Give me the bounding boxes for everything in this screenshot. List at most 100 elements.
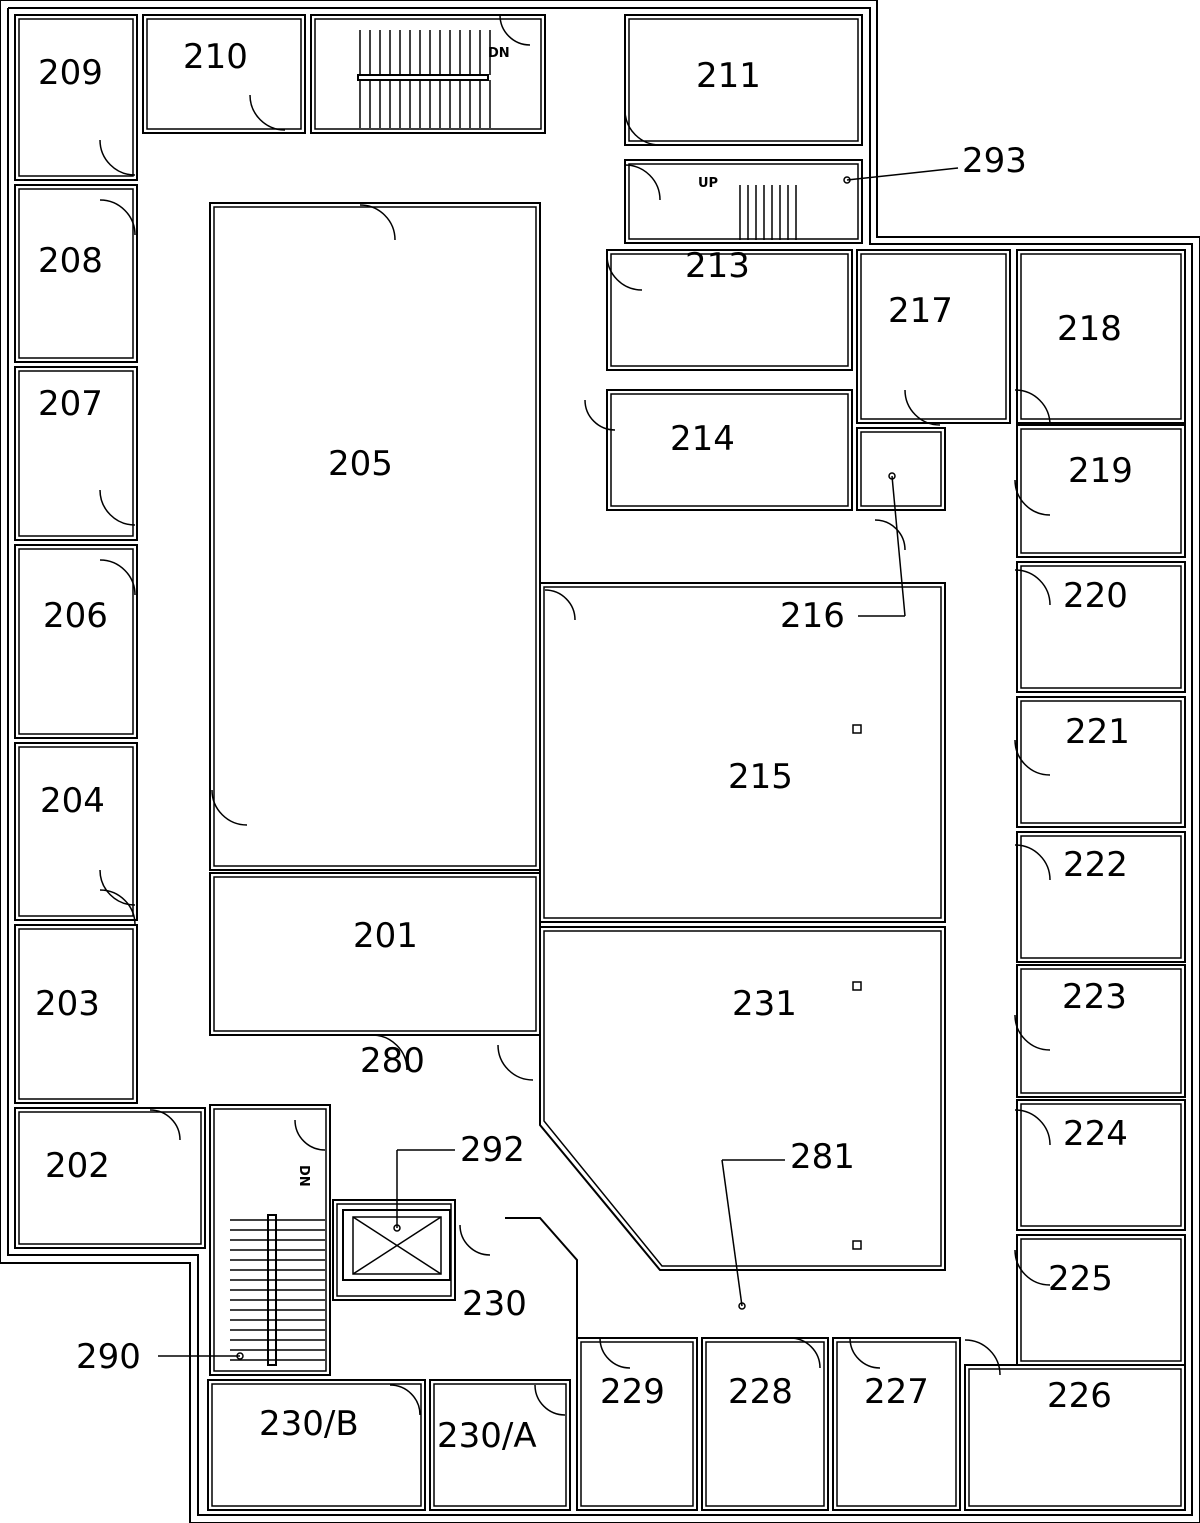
room-223-label: 223 bbox=[1062, 977, 1127, 1017]
room-wall bbox=[1016, 964, 1186, 1098]
room-214-label: 214 bbox=[670, 419, 735, 459]
door-swing-icon bbox=[544, 589, 576, 621]
room-215-label: 215 bbox=[728, 757, 793, 797]
room-231-label: 231 bbox=[732, 984, 797, 1024]
room-225-label: 225 bbox=[1048, 1259, 1113, 1299]
room-wall-inner bbox=[18, 746, 134, 917]
room-wall bbox=[14, 544, 138, 739]
door-swing-icon bbox=[459, 1224, 491, 1256]
room-wall-inner bbox=[1020, 968, 1182, 1094]
door-swing-icon bbox=[99, 869, 136, 906]
room-wall bbox=[14, 742, 138, 921]
room-wall bbox=[14, 1107, 206, 1249]
door-swing-icon bbox=[1014, 844, 1051, 881]
room-wall-inner bbox=[1020, 1238, 1182, 1362]
room-wall bbox=[142, 14, 306, 134]
door-swing-icon bbox=[1014, 1249, 1051, 1286]
room-wall bbox=[1016, 1099, 1186, 1231]
room-wall-inner bbox=[213, 1108, 327, 1372]
room-213-label: 213 bbox=[685, 246, 750, 286]
door-swing-icon bbox=[849, 1337, 881, 1369]
door-swing-icon bbox=[584, 399, 616, 431]
room-wall bbox=[1016, 696, 1186, 828]
doors bbox=[99, 14, 1051, 1416]
door-swing-icon bbox=[1014, 739, 1051, 776]
room-wall-inner bbox=[146, 18, 302, 130]
door-swing-icon bbox=[99, 559, 136, 596]
room-wall-inner bbox=[610, 393, 849, 507]
room-wall bbox=[1016, 831, 1186, 963]
room-wall-inner bbox=[860, 431, 942, 507]
room-wall bbox=[310, 14, 546, 134]
room-wall-inner bbox=[836, 1341, 957, 1507]
door-swing-icon bbox=[1014, 1109, 1051, 1146]
door-swing-icon bbox=[149, 1109, 181, 1141]
door-swing-icon bbox=[294, 1119, 326, 1151]
room-wall-inner bbox=[610, 253, 849, 367]
door-swing-icon bbox=[359, 204, 396, 241]
room-wall bbox=[429, 1379, 571, 1511]
room-204-label: 204 bbox=[40, 781, 105, 821]
door-swing-icon bbox=[99, 889, 136, 926]
door-swing-icon bbox=[964, 1339, 1001, 1376]
room-216-label: 216 bbox=[780, 596, 845, 636]
stair-landing bbox=[267, 1214, 277, 1366]
room-208-label: 208 bbox=[38, 241, 103, 281]
room-wall-inner bbox=[18, 188, 134, 359]
room-201-label: 201 bbox=[353, 916, 418, 956]
room-wall bbox=[539, 582, 946, 923]
room-wall-inner bbox=[543, 586, 942, 919]
room-wall bbox=[14, 924, 138, 1104]
room-280-label: 280 bbox=[360, 1041, 425, 1081]
room-wall-inner bbox=[18, 1111, 202, 1245]
door-swing-icon bbox=[606, 254, 643, 291]
room-228-label: 228 bbox=[728, 1372, 793, 1412]
room-wall bbox=[209, 202, 541, 871]
room-wall-inner bbox=[18, 548, 134, 735]
room-230a-label: 230/A bbox=[437, 1416, 537, 1456]
room-281-label: 281 bbox=[790, 1137, 855, 1177]
door-swing-icon bbox=[1014, 389, 1051, 426]
room-wall-inner bbox=[1020, 835, 1182, 959]
room-wall-inner bbox=[860, 253, 1007, 420]
room-293-label: 293 bbox=[962, 141, 1027, 181]
room-219-label: 219 bbox=[1068, 451, 1133, 491]
leader-lines bbox=[158, 167, 959, 1360]
room-209-label: 209 bbox=[38, 53, 103, 93]
door-swing-icon bbox=[99, 489, 136, 526]
door-swing-icon bbox=[789, 1337, 821, 1369]
room-231-wall bbox=[539, 926, 946, 1271]
room-203-label: 203 bbox=[35, 984, 100, 1024]
room-wall bbox=[624, 159, 863, 244]
door-swing-icon bbox=[389, 1384, 421, 1416]
room-230-label: 230 bbox=[462, 1284, 527, 1324]
room-wall-inner bbox=[628, 18, 859, 142]
room-218-label: 218 bbox=[1057, 309, 1122, 349]
room-wall-inner bbox=[213, 206, 537, 867]
room-wall-inner bbox=[1020, 1103, 1182, 1227]
room-wall bbox=[576, 1337, 698, 1511]
room-227-label: 227 bbox=[864, 1372, 929, 1412]
door-swing-icon bbox=[99, 199, 136, 236]
door-swing-icon bbox=[874, 519, 906, 551]
door-swing-icon bbox=[499, 14, 531, 46]
door-swing-icon bbox=[497, 1044, 534, 1081]
room-labels: 209 210 211 293 208 213 217 218 207 205 … bbox=[35, 37, 1133, 1456]
door-swing-icon bbox=[624, 109, 661, 146]
room-wall bbox=[964, 1364, 1186, 1511]
room-206-label: 206 bbox=[43, 596, 108, 636]
room-wall-inner bbox=[433, 1383, 567, 1507]
room-wall bbox=[14, 14, 138, 181]
door-swing-icon bbox=[1014, 1014, 1051, 1051]
room-224-label: 224 bbox=[1063, 1114, 1128, 1154]
room-outlines bbox=[14, 14, 1186, 1511]
room-230b-label: 230/B bbox=[259, 1404, 359, 1444]
room-wall-inner bbox=[580, 1341, 694, 1507]
door-swing-icon bbox=[624, 164, 661, 201]
room-wall bbox=[856, 249, 1011, 424]
room-207-label: 207 bbox=[38, 384, 103, 424]
room-wall bbox=[207, 1379, 426, 1511]
room-226-label: 226 bbox=[1047, 1376, 1112, 1416]
room-wall bbox=[1016, 1234, 1186, 1366]
